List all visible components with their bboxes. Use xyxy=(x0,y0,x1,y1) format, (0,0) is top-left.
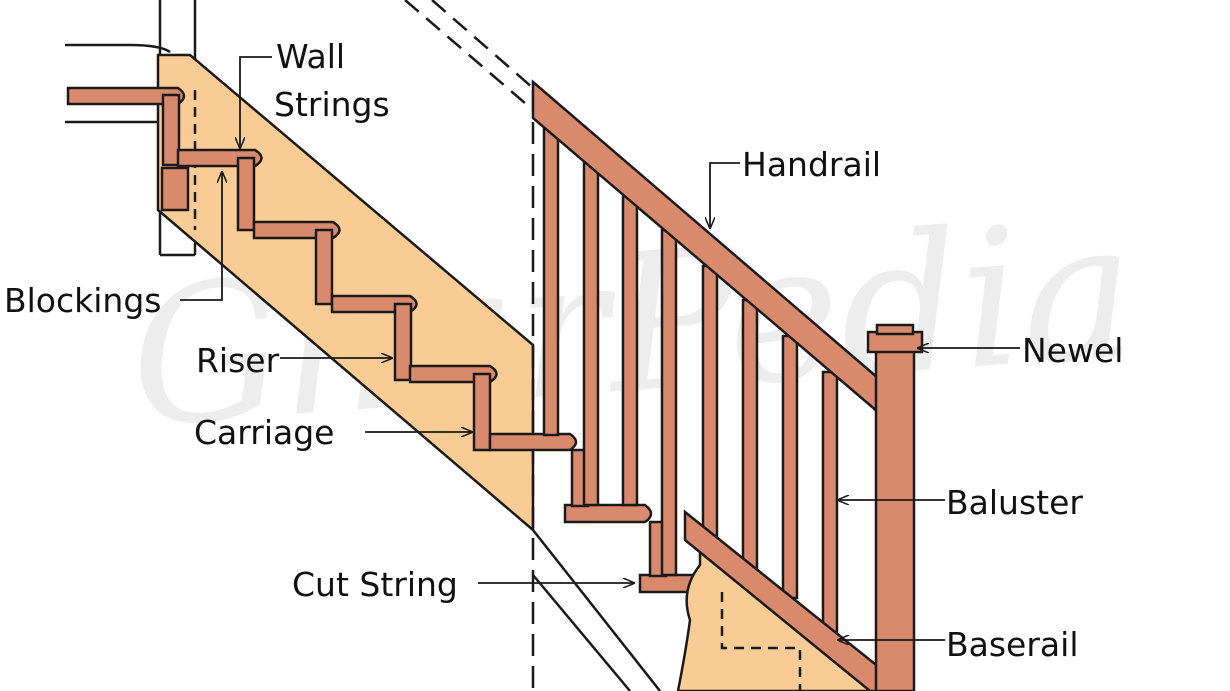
leader-lines xyxy=(180,56,1020,640)
label-riser: Riser xyxy=(196,341,280,380)
label-baluster: Baluster xyxy=(946,483,1083,522)
cut-string-dashed xyxy=(720,592,802,691)
label-cut-string: Cut String xyxy=(292,565,458,604)
label-baserail: Baserail xyxy=(946,625,1078,664)
stair-steps xyxy=(66,86,728,594)
blocking-block xyxy=(160,166,190,212)
label-carriage: Carriage xyxy=(194,413,334,452)
balusters xyxy=(542,123,839,634)
label-blockings: Blockings xyxy=(4,281,161,320)
label-newel: Newel xyxy=(1022,331,1123,370)
lower-string-lines xyxy=(532,529,661,691)
label-handrail: Handrail xyxy=(742,145,881,184)
label-wall-strings-line2: Strings xyxy=(274,85,390,124)
newel-post xyxy=(866,323,924,691)
label-wall-strings-line1: Wall xyxy=(276,37,345,76)
upper-dashed-lines xyxy=(404,0,534,111)
